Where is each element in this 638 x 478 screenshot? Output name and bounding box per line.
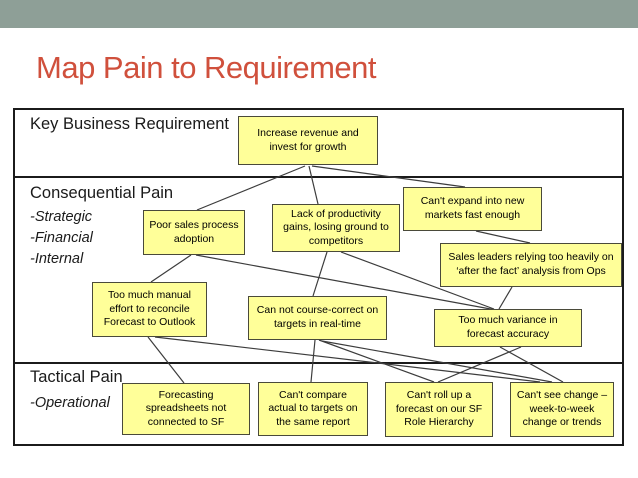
row-label-consequential-pain: Consequential Pain xyxy=(30,184,174,202)
requirement-table-frame xyxy=(13,108,624,446)
box-forecast-variance: Too much variance in forecast accuracy xyxy=(434,309,582,347)
box-course-correct: Can not course-correct on targets in rea… xyxy=(248,296,387,340)
box-forecasting-spreadsheets: Forecasting spreadsheets not connected t… xyxy=(122,383,250,435)
slide-title: Map Pain to Requirement xyxy=(36,50,377,85)
top-accent-bar xyxy=(0,0,638,28)
row-label-key-business-requirement: Key Business Requirement xyxy=(30,115,230,133)
box-sales-leaders-after-fact: Sales leaders relying too heavily on ‘af… xyxy=(440,243,622,287)
box-cant-compare: Can't compare actual to targets on the s… xyxy=(258,382,368,436)
box-cant-see-change: Can't see change – week-to-week change o… xyxy=(510,382,614,437)
box-lack-of-productivity: Lack of productivity gains, losing groun… xyxy=(272,204,400,252)
box-cant-roll-up: Can't roll up a forecast on our SF Role … xyxy=(385,382,493,437)
box-increase-revenue: Increase revenue and invest for growth xyxy=(238,116,378,165)
row-label-tactical-pain: Tactical Pain xyxy=(30,368,123,386)
sublabel-financial: -Financial xyxy=(30,230,93,246)
sublabel-operational: -Operational xyxy=(30,395,110,411)
row-divider xyxy=(13,362,624,364)
box-poor-sales-adoption: Poor sales process adoption xyxy=(143,210,245,255)
sublabel-internal: -Internal xyxy=(30,251,84,267)
row-divider xyxy=(13,176,624,178)
box-cant-expand-markets: Can't expand into new markets fast enoug… xyxy=(403,187,542,231)
box-manual-reconcile-effort: Too much manual effort to reconcile Fore… xyxy=(92,282,207,337)
sublabel-strategic: -Strategic xyxy=(30,209,93,225)
